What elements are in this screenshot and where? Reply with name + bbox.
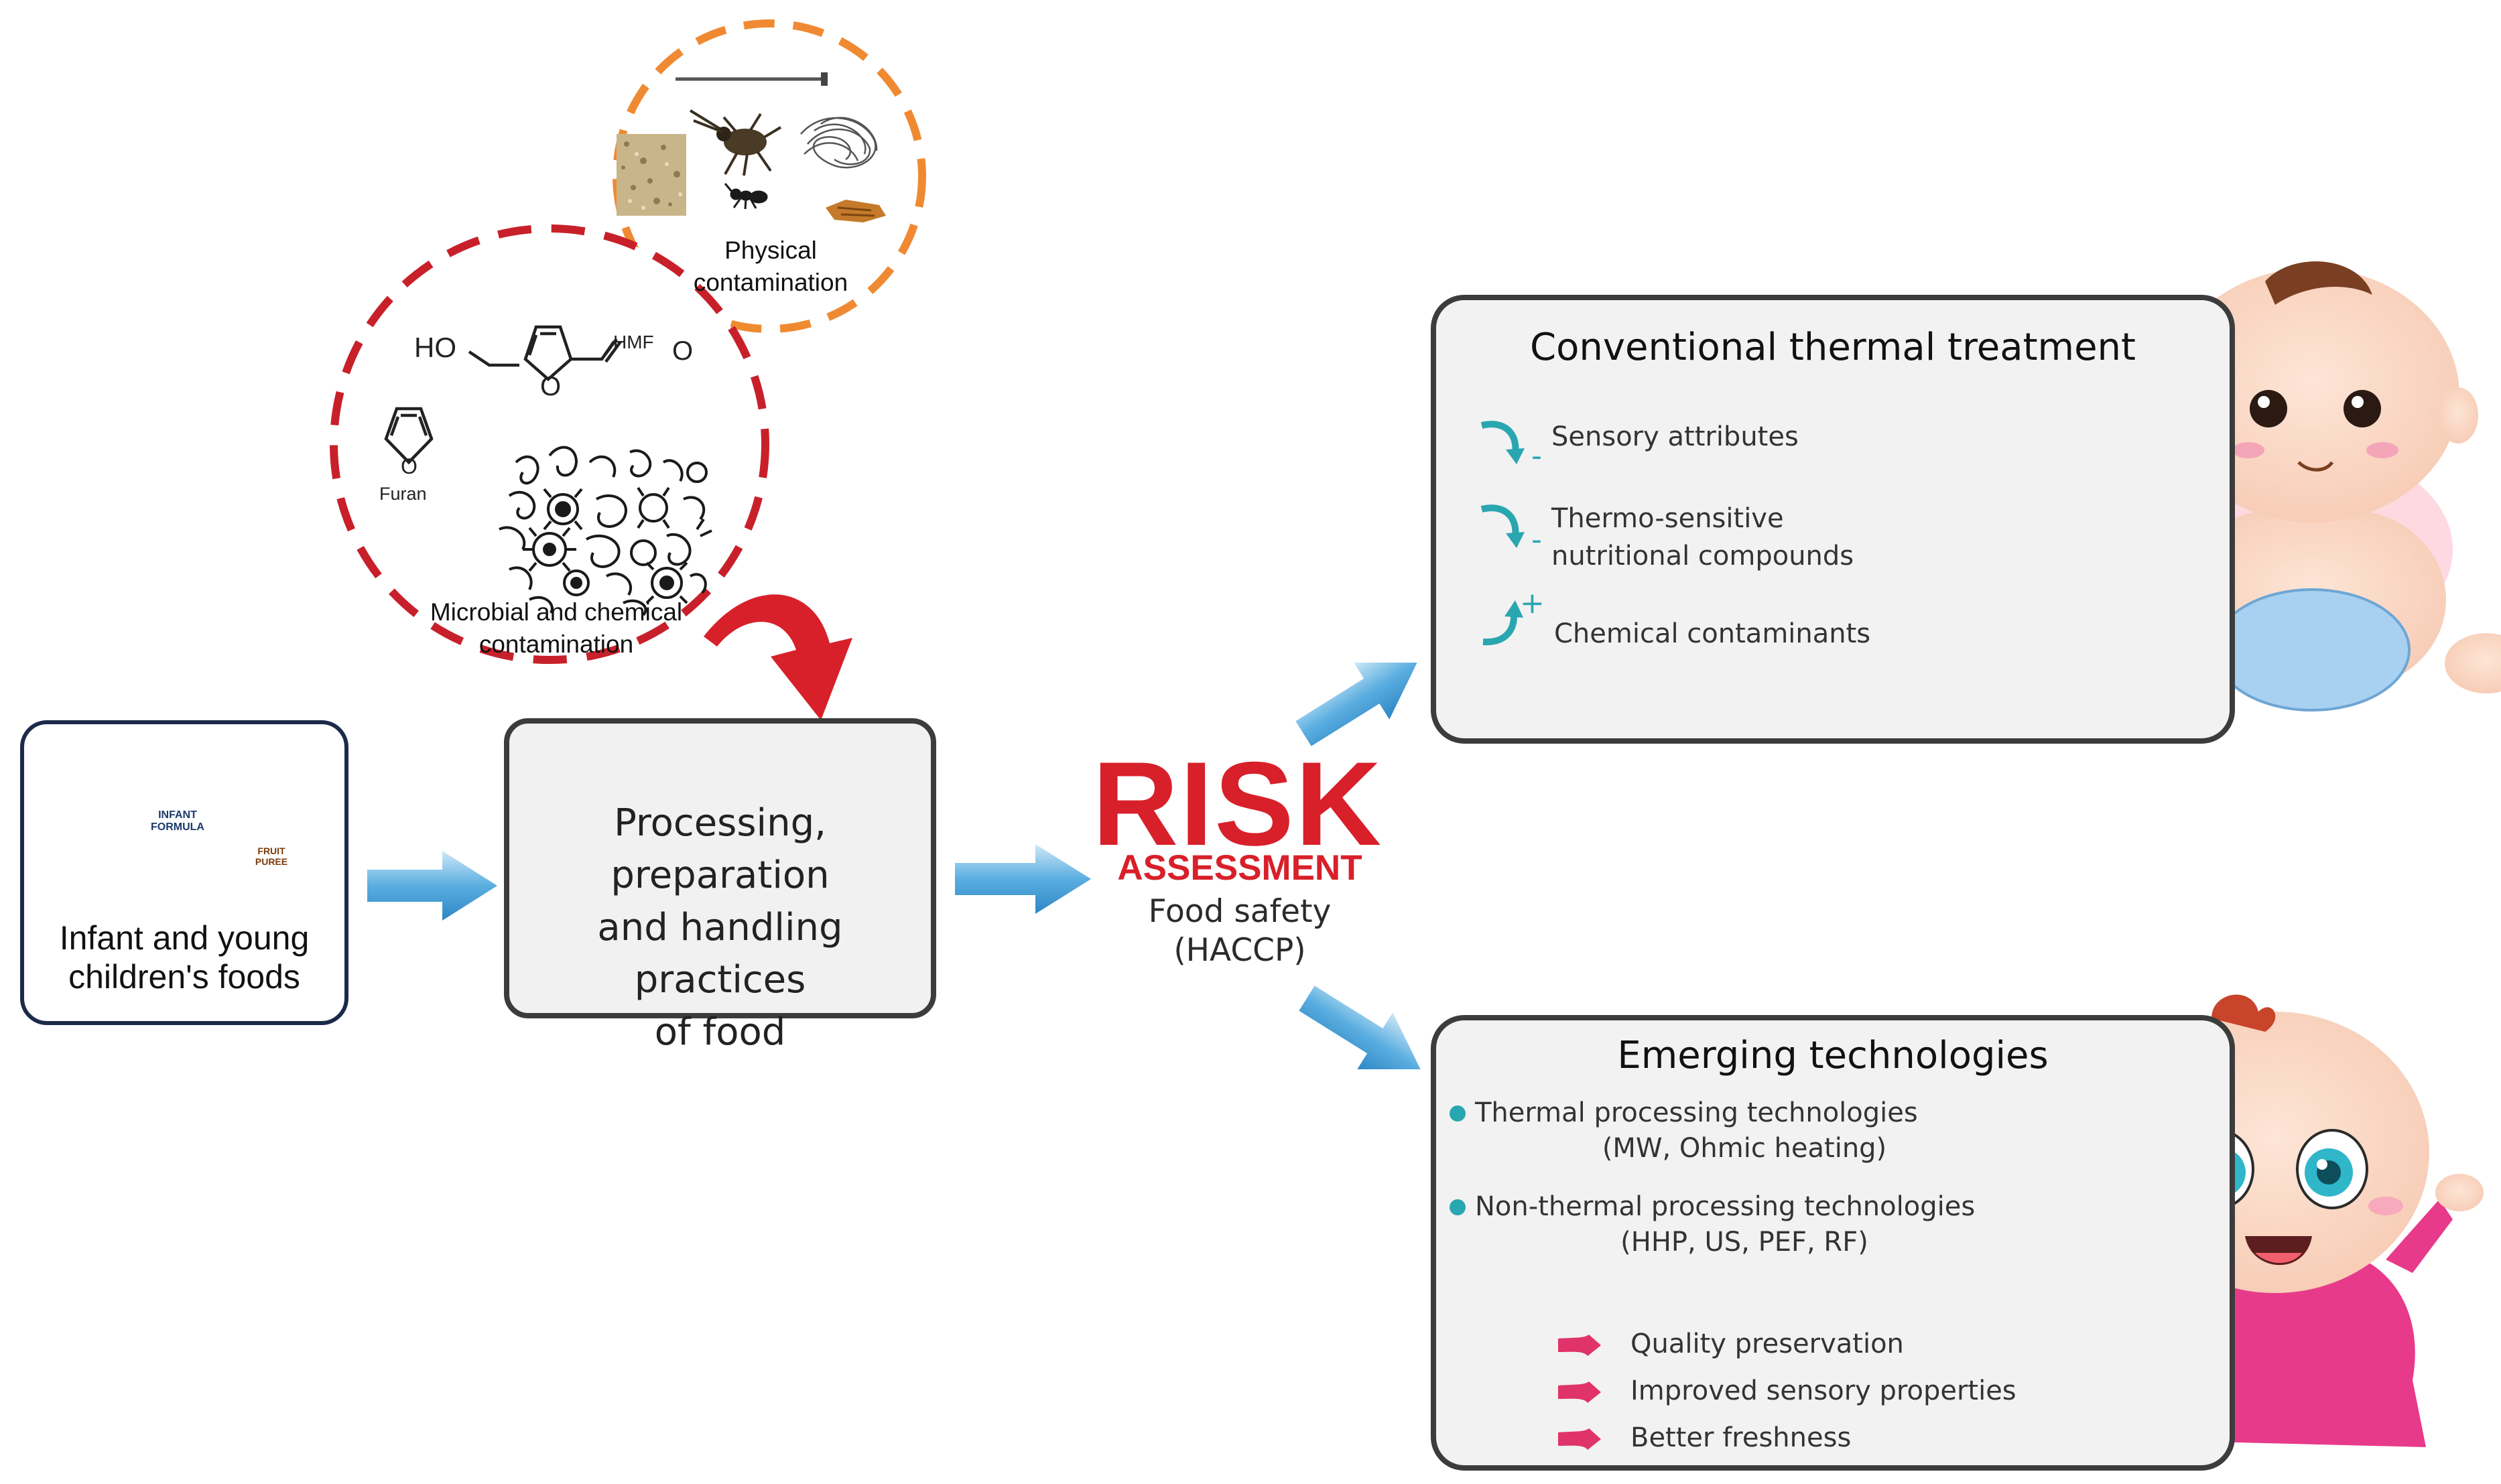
formula-box-label: INFANT FORMULA bbox=[151, 809, 204, 833]
furan-label: Furan bbox=[379, 484, 427, 504]
thermo-sensitive-label: Thermo-sensitive nutritional compounds bbox=[1551, 500, 1854, 575]
arrow-food-to-process-icon bbox=[367, 851, 497, 921]
thermo-sensitive-line2: nutritional compounds bbox=[1551, 541, 1854, 571]
thermo-sign: - bbox=[1531, 523, 1542, 557]
processing-label-line3: of food bbox=[654, 1010, 786, 1054]
thermal-tech-label: Thermal processing technologies bbox=[1475, 1097, 1918, 1128]
processing-node: Processing, preparation and handling pra… bbox=[504, 718, 936, 1054]
conventional-title: Conventional thermal treatment bbox=[1530, 326, 2136, 369]
bullet-dot-icon bbox=[1450, 1199, 1466, 1215]
thermal-tech-sub: (MW, Ohmic heating) bbox=[1602, 1133, 1887, 1164]
benefit-arrow-icon bbox=[1558, 1335, 1601, 1356]
physical-contamination-circle bbox=[613, 19, 926, 333]
physical-contamination-line2: contamination bbox=[693, 269, 848, 296]
arrow-risk-to-conventional-icon bbox=[1295, 663, 1417, 746]
cockroach-icon bbox=[689, 109, 782, 176]
chemical-sign: + bbox=[1520, 586, 1545, 620]
wood-chip-icon bbox=[826, 200, 886, 222]
baby-sitting-icon bbox=[2090, 261, 2501, 712]
arrow-risk-to-emerging-icon bbox=[1299, 986, 1421, 1069]
grit-icon bbox=[617, 134, 686, 216]
emerging-title: Emerging technologies bbox=[1617, 1034, 2049, 1077]
benefit-arrow-icon bbox=[1558, 1428, 1601, 1450]
haccp-label: (HACCP) bbox=[1173, 932, 1306, 969]
ant-icon bbox=[724, 183, 768, 210]
chemical-contaminants-label: Chemical contaminants bbox=[1554, 618, 1871, 649]
red-curved-arrow-icon bbox=[704, 594, 852, 720]
puree-jar-label: FRUIT PUREE bbox=[255, 846, 288, 867]
risk-subtitle: ASSESSMENT bbox=[1117, 848, 1362, 888]
sensory-attributes-label: Sensory attributes bbox=[1551, 421, 1799, 452]
furan-oxygen-label: O bbox=[401, 454, 418, 478]
increase-arrow-icon bbox=[1482, 600, 1523, 646]
decrease-arrow-icon bbox=[1480, 421, 1525, 464]
quality-preservation-label: Quality preservation bbox=[1630, 1329, 1904, 1359]
chemical-contamination-circle bbox=[330, 224, 769, 664]
better-freshness-label: Better freshness bbox=[1630, 1422, 1852, 1453]
infant-foods-node: Infant and young children's foods bbox=[20, 720, 348, 1025]
infant-foods-label-line2: children's foods bbox=[68, 958, 300, 996]
sensory-sign: - bbox=[1531, 439, 1542, 473]
bullet-dot-icon bbox=[1450, 1105, 1466, 1122]
decrease-arrow-icon bbox=[1480, 504, 1525, 548]
hmf-oxygen-label: O bbox=[540, 372, 562, 401]
processing-label-line2: and handling practices bbox=[597, 906, 843, 1002]
arrow-process-to-risk-icon bbox=[955, 844, 1091, 914]
risk-details: Food safety (HACCP) bbox=[1099, 892, 1381, 970]
non-thermal-tech-label: Non-thermal processing technologies bbox=[1475, 1191, 1976, 1222]
processing-label-line1: Processing, preparation bbox=[611, 801, 830, 897]
thermo-sensitive-line1: Thermo-sensitive bbox=[1551, 503, 1784, 534]
conventional-treatment-node: Conventional thermal treatment - Sensory… bbox=[1431, 295, 2235, 744]
physical-contamination-label: Physical contamination bbox=[670, 234, 871, 299]
ho-label: HO bbox=[414, 332, 456, 363]
risk-title: RISK bbox=[1092, 737, 1383, 870]
hair-icon bbox=[800, 117, 878, 169]
furan-molecule-icon bbox=[384, 407, 434, 465]
benefit-arrow-icon bbox=[1558, 1381, 1601, 1403]
chemical-contamination-label: Microbial and chemical contamination bbox=[402, 596, 710, 661]
infant-foods-label: Infant and young children's foods bbox=[24, 919, 344, 996]
hmf-label: HMF bbox=[613, 332, 654, 352]
infant-foods-label-line1: Infant and young bbox=[59, 919, 310, 957]
microbes-icon bbox=[499, 446, 712, 616]
non-thermal-tech-sub: (HHP, US, PEF, RF) bbox=[1620, 1227, 1868, 1258]
processing-label: Processing, preparation and handling pra… bbox=[516, 797, 924, 1059]
hmf-molecule-icon bbox=[468, 325, 622, 382]
emerging-technologies-node: Emerging technologies Thermal processing… bbox=[1431, 1015, 2235, 1471]
chemical-contamination-line1: Microbial and chemical bbox=[430, 598, 683, 626]
nail-icon bbox=[676, 72, 828, 86]
improved-sensory-label: Improved sensory properties bbox=[1630, 1375, 2016, 1406]
food-safety-label: Food safety bbox=[1148, 893, 1332, 930]
aldehyde-oxygen-label: O bbox=[672, 336, 694, 366]
chemical-contamination-line2: contamination bbox=[478, 630, 634, 658]
physical-contamination-line1: Physical bbox=[724, 237, 817, 264]
